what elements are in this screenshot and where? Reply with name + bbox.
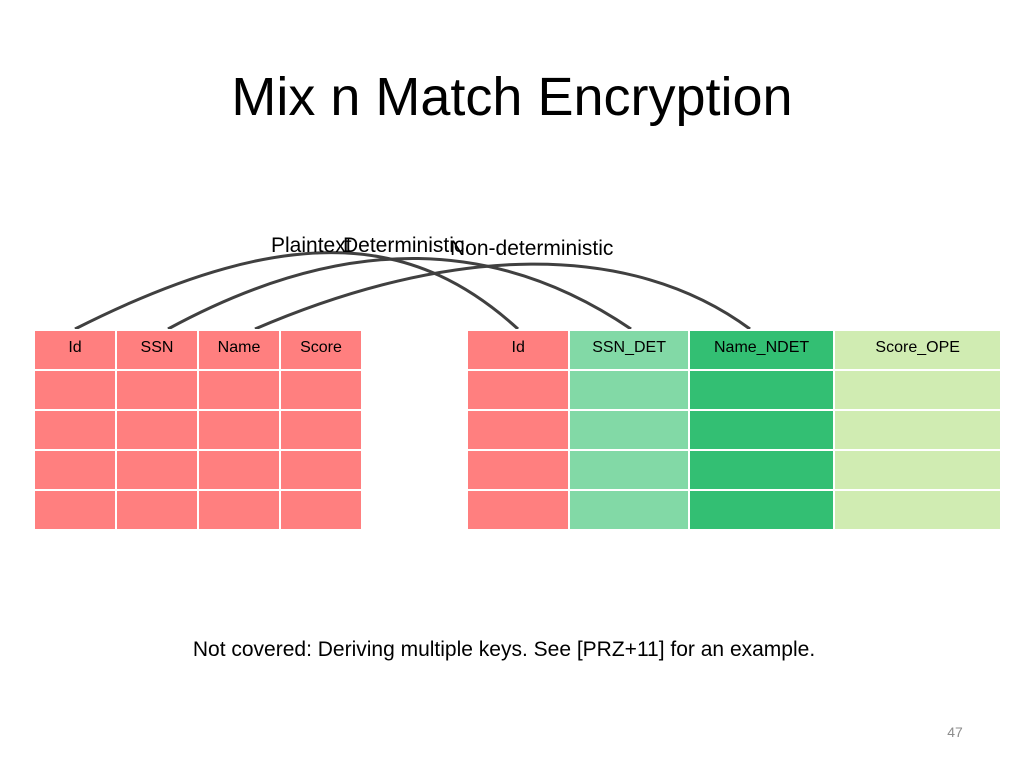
arc-label-plaintext: Plaintext	[271, 234, 352, 257]
header-cell-name-ndet: Name_NDET	[687, 329, 836, 371]
table-cell	[197, 409, 281, 451]
table-cell	[568, 489, 690, 531]
table-cell	[197, 369, 281, 411]
footnote: Not covered: Deriving multiple keys. See…	[192, 638, 816, 661]
header-label: Name_NDET	[714, 339, 810, 356]
header-cell-id: Id	[33, 329, 117, 371]
table-cell	[279, 489, 363, 531]
table-cell	[279, 449, 363, 491]
table-cell	[833, 369, 1002, 411]
slide-title: Mix n Match Encryption	[231, 67, 793, 127]
table-row	[33, 489, 363, 531]
table-cell	[833, 489, 1002, 531]
table-cell	[833, 449, 1002, 491]
table-cell	[197, 489, 281, 531]
header-label: Id	[511, 339, 525, 356]
table-cell	[33, 369, 117, 411]
header-cell-score-ope: Score_OPE	[833, 329, 1002, 371]
header-cell-id: Id	[465, 329, 571, 371]
arc-ssn-deterministic	[167, 256, 632, 331]
table-cell	[568, 449, 690, 491]
header-cell-ssn: SSN	[115, 329, 199, 371]
arc-id-plaintext	[74, 251, 520, 331]
page-number: 47	[947, 724, 963, 740]
table-cell	[687, 449, 836, 491]
arc-label-non-deterministic: Non-deterministic	[450, 237, 614, 260]
table-cell	[279, 369, 363, 411]
table-row	[33, 449, 363, 491]
table-header-row: Id SSN_DET Name_NDET Score_OPE	[465, 329, 1002, 371]
table-cell	[197, 449, 281, 491]
table-cell	[465, 449, 571, 491]
table-cell	[687, 489, 836, 531]
arc-label-deterministic: Deterministic	[343, 234, 465, 257]
plaintext-table: Id SSN Name Score	[33, 329, 363, 531]
table-cell	[115, 369, 199, 411]
header-cell-ssn-det: SSN_DET	[568, 329, 690, 371]
table-cell	[687, 409, 836, 451]
table-cell	[115, 449, 199, 491]
table-cell	[115, 409, 199, 451]
table-cell	[33, 449, 117, 491]
table-cell	[115, 489, 199, 531]
header-label: Score	[300, 339, 342, 356]
table-cell	[568, 409, 690, 451]
header-label: Score_OPE	[875, 339, 960, 356]
header-cell-score: Score	[279, 329, 363, 371]
table-cell	[568, 369, 690, 411]
header-label: Id	[68, 339, 82, 356]
table-cell	[465, 369, 571, 411]
table-cell	[465, 409, 571, 451]
table-cell	[33, 409, 117, 451]
table-cell	[279, 409, 363, 451]
table-row	[33, 369, 363, 411]
table-row	[33, 409, 363, 451]
table-cell	[687, 369, 836, 411]
table-row	[465, 369, 1002, 411]
header-label: SSN	[140, 339, 174, 356]
header-cell-name: Name	[197, 329, 281, 371]
table-header-row: Id SSN Name Score	[33, 329, 363, 371]
table-cell	[465, 489, 571, 531]
table-row	[465, 489, 1002, 531]
arc-name-non-deterministic	[254, 262, 751, 331]
table-cell	[833, 409, 1002, 451]
header-label: Name	[217, 339, 261, 356]
encrypted-table: Id SSN_DET Name_NDET Score_OPE	[465, 329, 1002, 531]
table-cell	[33, 489, 117, 531]
table-row	[465, 449, 1002, 491]
table-row	[465, 409, 1002, 451]
header-label: SSN_DET	[592, 339, 666, 356]
